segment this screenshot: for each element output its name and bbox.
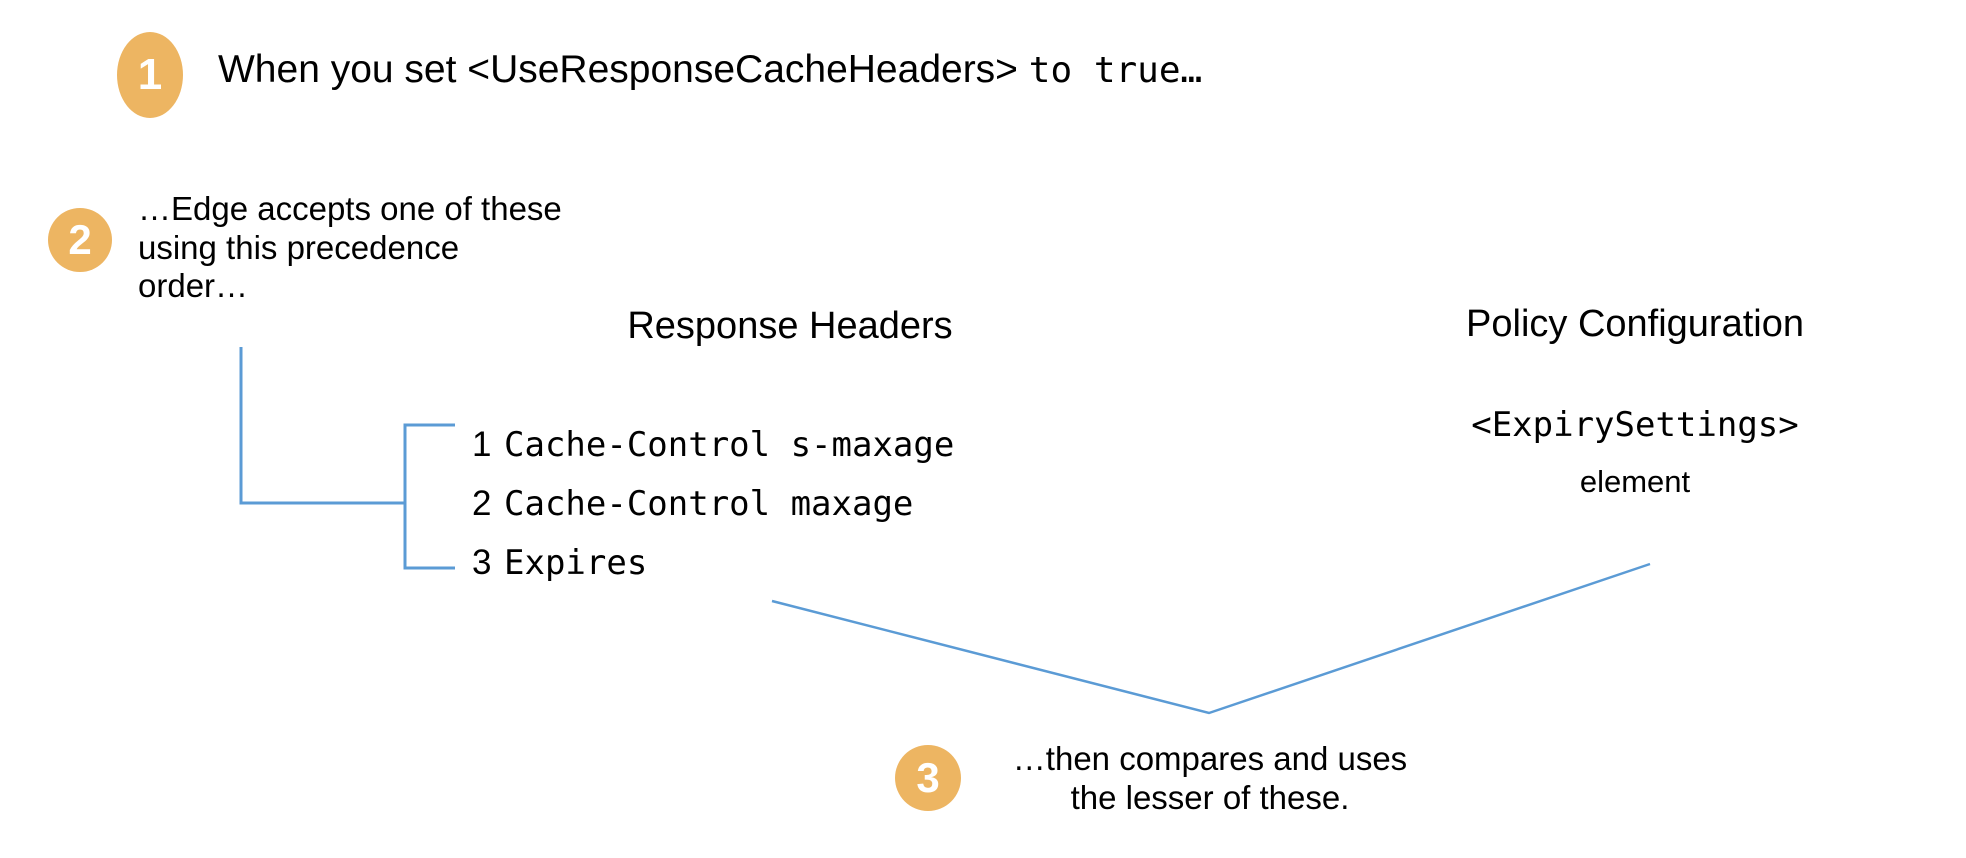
precedence-header-name: Expires: [504, 542, 648, 583]
step-badge-2: 2: [48, 208, 112, 272]
step-3-caption: …then compares and uses the lesser of th…: [1012, 740, 1408, 816]
precedence-rank: 3: [472, 542, 492, 582]
precedence-header-name: Cache-Control s-maxage: [504, 424, 955, 465]
precedence-list: 1 Cache-Control s-maxage 2 Cache-Control…: [472, 415, 954, 592]
precedence-rank: 1: [472, 424, 492, 464]
step-badge-3: 3: [895, 745, 961, 811]
precedence-header-name: Cache-Control maxage: [504, 483, 914, 524]
policy-element-name: <ExpirySettings>: [1471, 405, 1799, 445]
list-item: 3 Expires: [472, 533, 954, 592]
list-item: 2 Cache-Control maxage: [472, 474, 954, 533]
step-badge-1: 1: [117, 32, 183, 118]
step-1-caption-plain: When you set <UseResponseCacheHeaders>: [218, 48, 1029, 91]
precedence-rank: 2: [472, 483, 492, 523]
policy-element-word: element: [1579, 464, 1691, 499]
step-1-caption-code: to true…: [1028, 50, 1203, 91]
step-badge-1-number: 1: [137, 50, 163, 99]
list-item: 1 Cache-Control s-maxage: [472, 415, 954, 474]
step-badge-3-number: 3: [916, 754, 940, 801]
step-1-caption: When you set <UseResponseCacheHeaders> t…: [218, 48, 1202, 92]
policy-configuration-heading: Policy Configuration: [1466, 303, 1804, 345]
response-headers-heading: Response Headers: [627, 305, 953, 347]
precedence-bracket: [403, 423, 455, 570]
step-2-caption: …Edge accepts one of these using this pr…: [138, 190, 562, 305]
step2-elbow-connector: [239, 347, 405, 505]
step-badge-2-number: 2: [68, 216, 92, 263]
